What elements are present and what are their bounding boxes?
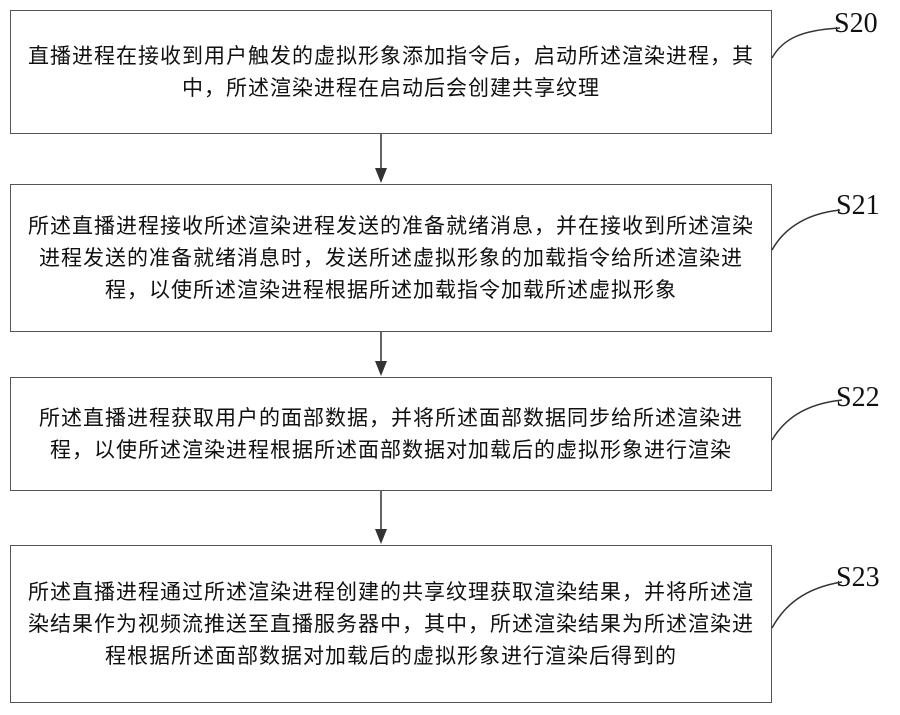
step-label-s21: S21 (836, 190, 880, 221)
leader-line-s20 (771, 27, 841, 59)
step-box-s20: 直播进程在接收到用户触发的虚拟形象添加指令后，启动所述渲染进程，其中，所述渲染进… (10, 10, 772, 134)
step-text-s22: 所述直播进程获取用户的面部数据，并将所述面部数据同步给所述渲染进程，以使所述渲染… (39, 406, 743, 462)
step-box-s21: 所述直播进程接收所述渲染进程发送的准备就绪消息，并在接收到所述渲染进程发送的准备… (10, 184, 772, 332)
flow-arrow-s21-s22 (375, 332, 387, 376)
leader-line-s22 (771, 399, 843, 441)
step-label-s22: S22 (836, 382, 880, 413)
flow-arrow-s20-s21 (375, 134, 387, 183)
leader-line-s21 (771, 209, 841, 251)
step-text-s20: 直播进程在接收到用户触发的虚拟形象添加指令后，启动所述渲染进程，其中，所述渲染进… (28, 44, 754, 100)
step-label-s23: S23 (836, 562, 880, 593)
leader-line-s23 (771, 581, 843, 629)
step-box-s22: 所述直播进程获取用户的面部数据，并将所述面部数据同步给所述渲染进程，以使所述渲染… (10, 377, 772, 491)
step-text-s21: 所述直播进程接收所述渲染进程发送的准备就绪消息，并在接收到所述渲染进程发送的准备… (28, 214, 754, 302)
flow-arrow-s22-s23 (375, 491, 387, 544)
step-label-s20: S20 (834, 8, 878, 39)
step-text-s23: 所述直播进程通过所述渲染进程创建的共享纹理获取渲染结果，并将所述渲染结果作为视频… (28, 580, 754, 668)
step-box-s23: 所述直播进程通过所述渲染进程创建的共享纹理获取渲染结果，并将所述渲染结果作为视频… (10, 545, 772, 703)
